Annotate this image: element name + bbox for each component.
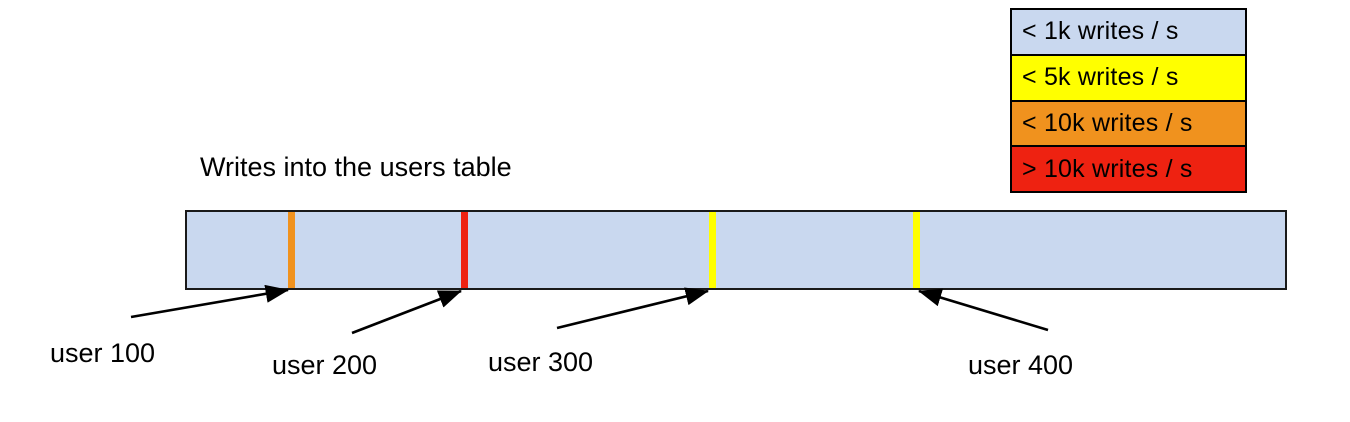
legend-label-under-10k: < 10k writes / s: [1022, 108, 1193, 137]
bar-marker-user-400: [913, 212, 920, 288]
bar-marker-user-100: [288, 212, 295, 288]
arrow-user-100: [130, 284, 290, 319]
chart-title: Writes into the users table: [200, 152, 512, 182]
arrow-user-400: [918, 288, 1049, 332]
callout-label-user-200: user 200: [272, 350, 378, 380]
legend-box: < 1k writes / s < 5k writes / s < 10k wr…: [1010, 8, 1247, 193]
arrow-user-200: [351, 289, 462, 335]
legend-row-over-10k: > 10k writes / s: [1012, 147, 1245, 191]
callout-label-user-300: user 300: [488, 347, 594, 377]
callout-label-user-400: user 400: [968, 350, 1074, 380]
legend-label-under-5k: < 5k writes / s: [1022, 63, 1179, 92]
legend-row-under-5k: < 5k writes / s: [1012, 55, 1245, 102]
users-table-bar: [185, 210, 1287, 290]
legend-row-under-10k: < 10k writes / s: [1012, 101, 1245, 148]
bar-marker-user-200: [461, 212, 468, 288]
legend-label-under-1k: < 1k writes / s: [1022, 17, 1179, 46]
arrow-user-300: [556, 287, 710, 330]
bar-marker-user-300: [709, 212, 716, 288]
legend-label-over-10k: > 10k writes / s: [1022, 154, 1193, 183]
callout-label-user-100: user 100: [50, 338, 156, 368]
legend-row-under-1k: < 1k writes / s: [1012, 10, 1245, 56]
